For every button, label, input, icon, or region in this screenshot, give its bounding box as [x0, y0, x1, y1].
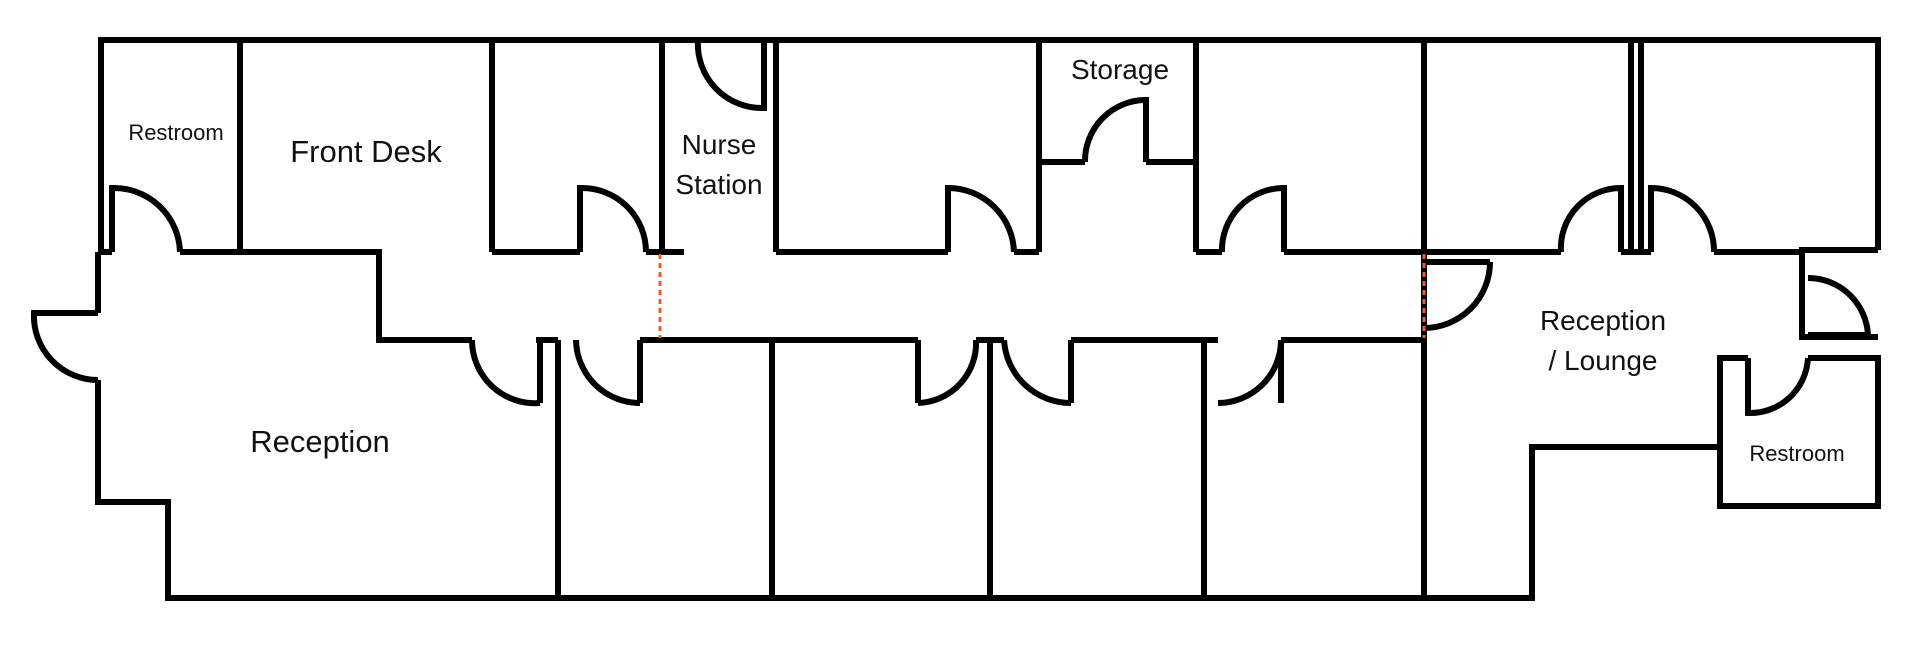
label-reception-lounge-line1: Reception — [1540, 305, 1666, 336]
door-restroom-right — [1745, 357, 1811, 417]
door-exterior-right — [1807, 274, 1872, 338]
label-restroom-right: Restroom — [1749, 441, 1844, 466]
door-restroom-left — [109, 184, 183, 253]
door-top-room-3 — [577, 184, 649, 253]
door-storage — [1081, 96, 1149, 163]
doors — [30, 39, 1872, 417]
door-exterior-left — [30, 310, 99, 384]
label-nurse-station-line1: Nurse — [682, 129, 757, 160]
lounge-bottom-wall — [1425, 444, 1720, 601]
door-bottom-room-4 — [1217, 339, 1284, 406]
dividers — [658, 254, 1426, 338]
label-nurse-station-line2: Station — [675, 169, 762, 200]
door-top-room-8 — [1648, 184, 1718, 253]
outer-top-wall — [98, 37, 1881, 252]
door-top-room-7 — [1557, 184, 1624, 253]
labels: Restroom Front Desk Nurse Station Storag… — [128, 54, 1844, 466]
door-nurse-station — [694, 39, 767, 112]
label-front-desk: Front Desk — [290, 134, 442, 169]
door-lounge-entry — [1423, 261, 1493, 331]
label-reception-lounge-line2: / Lounge — [1549, 345, 1658, 376]
outer-bottom-wall — [95, 380, 1425, 601]
door-bottom-room-1 — [573, 339, 641, 406]
wall-h-top-2 — [180, 249, 472, 343]
door-reception-corridor — [468, 339, 541, 407]
door-bottom-room-3 — [1001, 339, 1072, 407]
label-storage: Storage — [1071, 54, 1169, 85]
label-reception: Reception — [250, 424, 390, 459]
door-top-room-5 — [1218, 184, 1287, 253]
right-restroom-outer-wall — [1717, 355, 1881, 509]
door-top-room-4 — [945, 184, 1017, 253]
door-bottom-room-2 — [917, 339, 980, 406]
label-restroom-left: Restroom — [128, 120, 223, 145]
